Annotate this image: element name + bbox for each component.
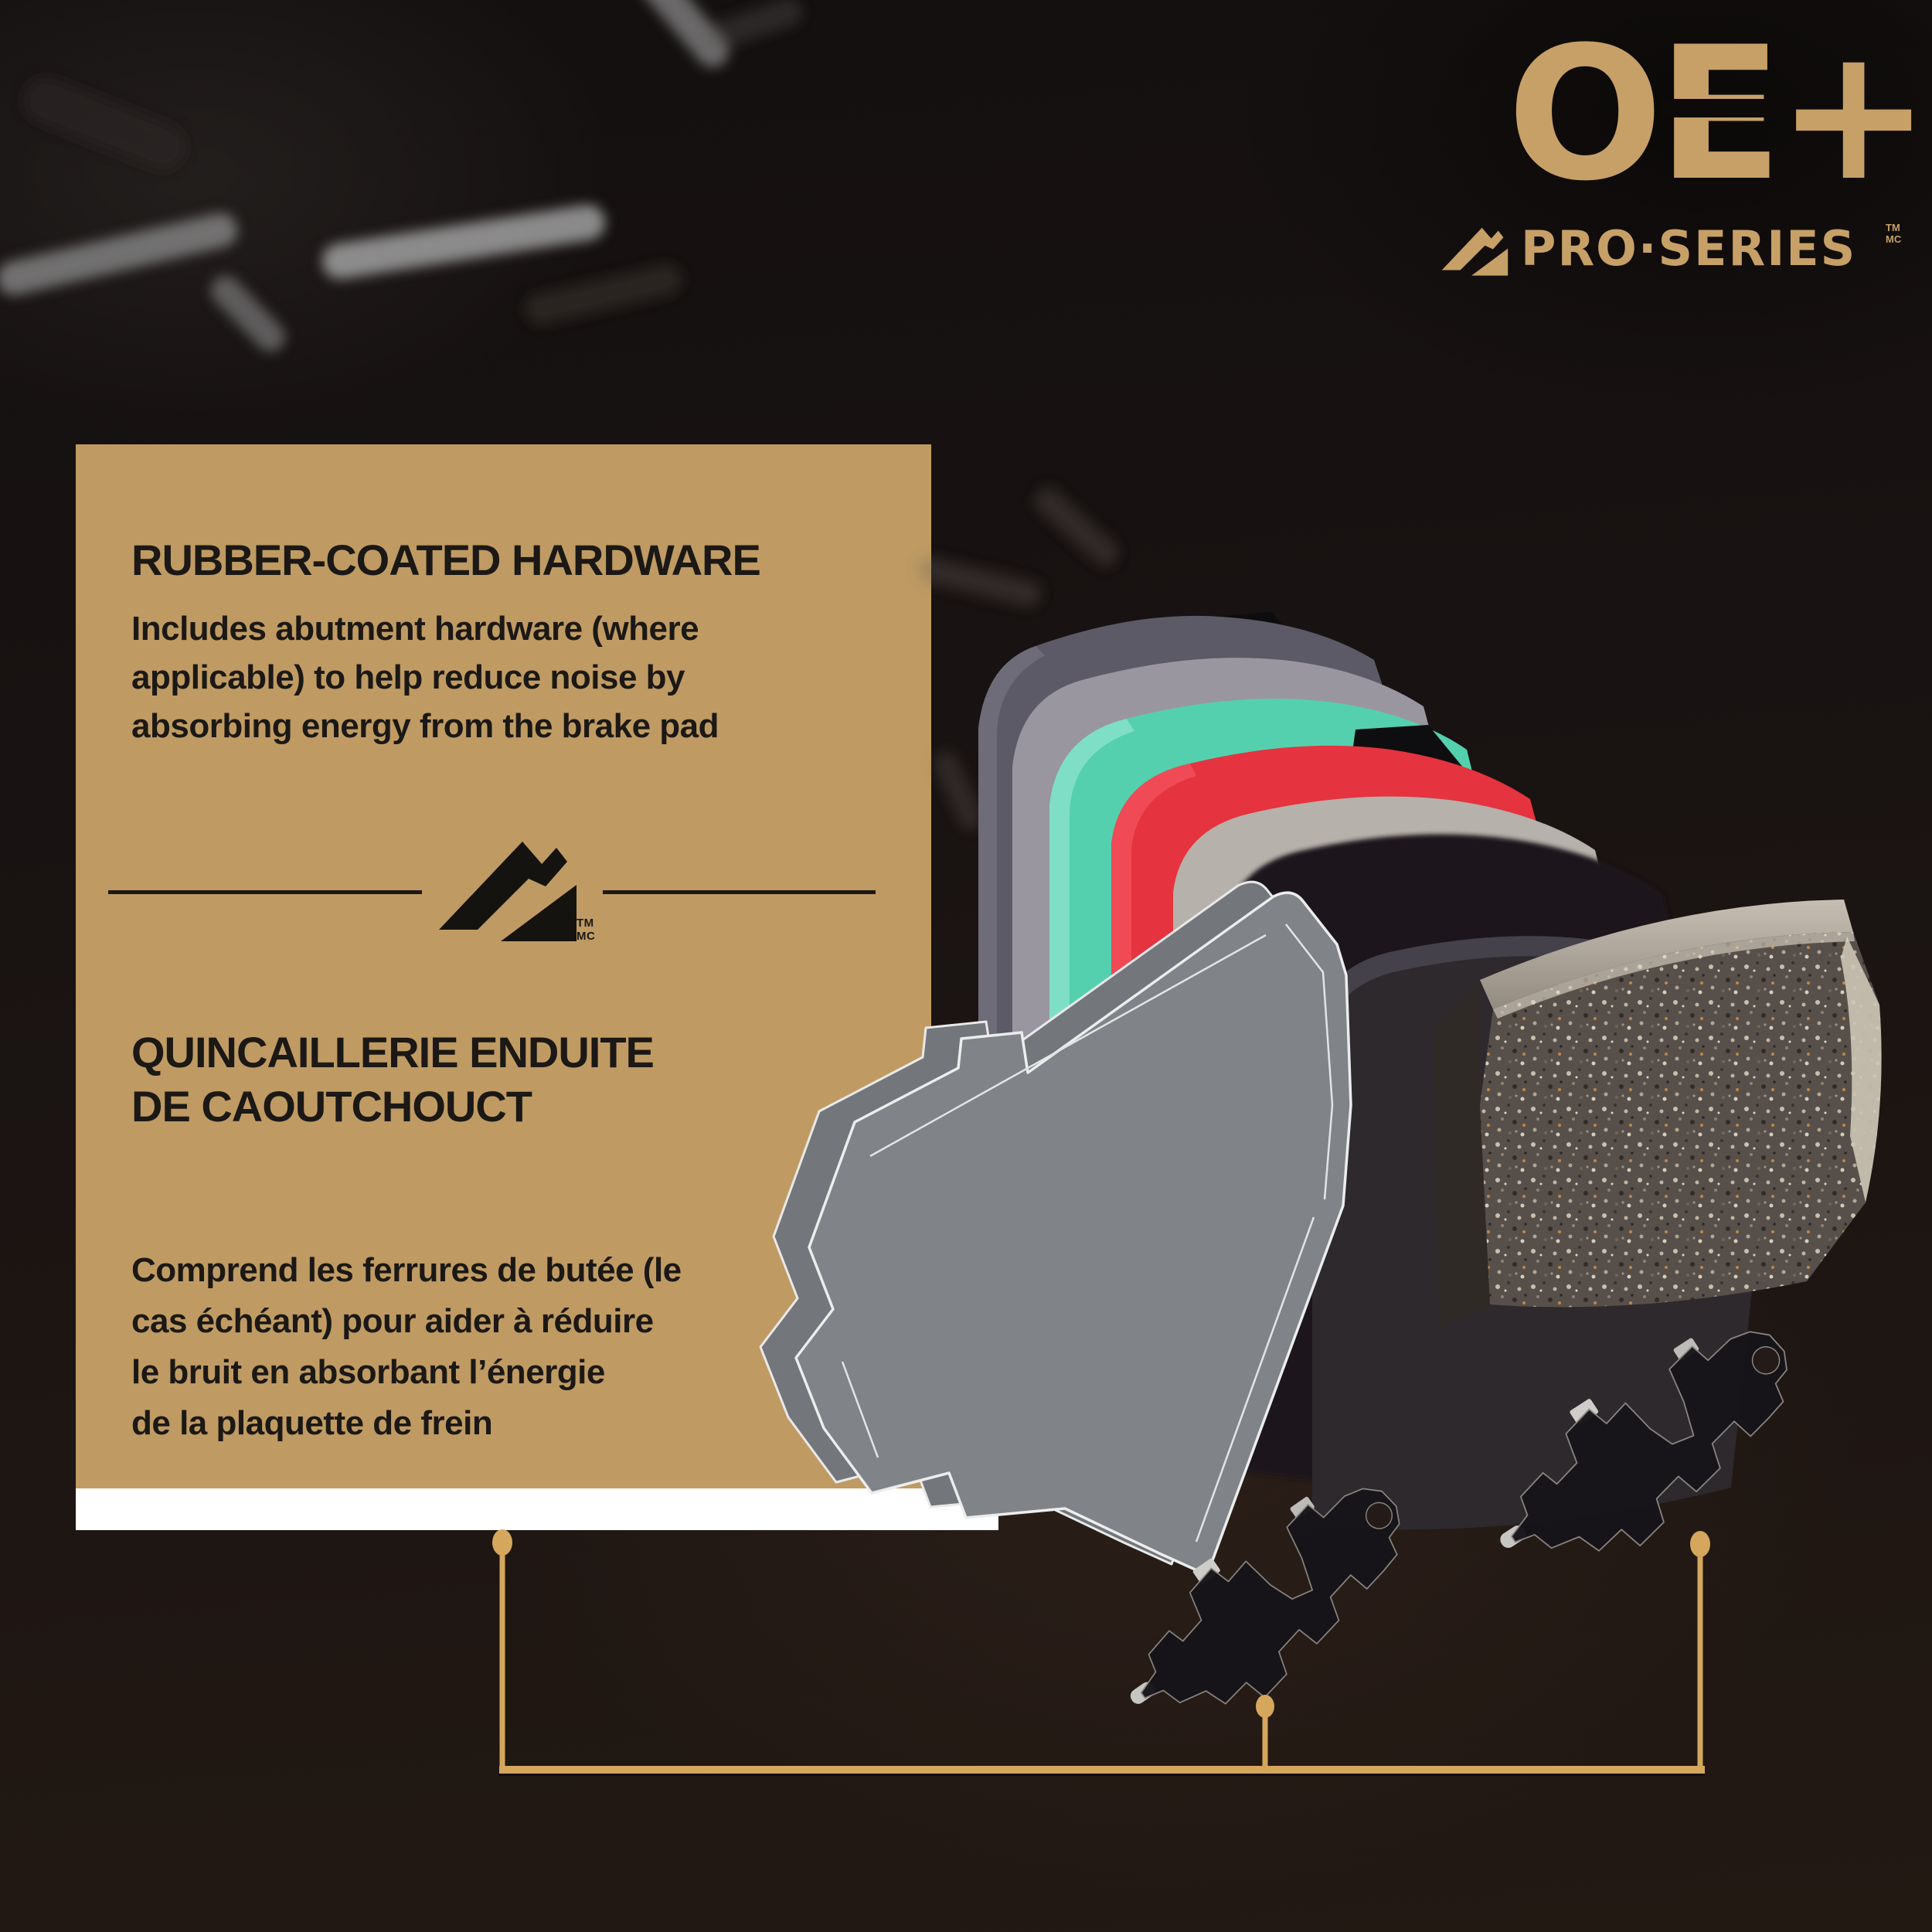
card-heading-english: RUBBER-COATED HARDWARE (131, 536, 761, 584)
pro-series-label: PRO·SERIES (1521, 220, 1857, 277)
trademark-mc: MC (577, 929, 596, 943)
divider-line-left (108, 890, 422, 894)
body-fr-line: le bruit en absorbant l’énergie (131, 1353, 605, 1391)
body-fr-line: cas échéant) pour aider à réduire (131, 1302, 654, 1340)
brand-triangle-icon (1441, 227, 1509, 276)
body-en-line: applicable) to help reduce noise by (131, 658, 685, 696)
trademark-mc: MC (1886, 233, 1902, 245)
body-en-line: Includes abutment hardware (where (131, 610, 699, 648)
card-body-french: Comprend les ferrures de butée (le cas é… (131, 1245, 682, 1449)
logo-e-cut-decoration (1660, 99, 1788, 117)
body-fr-line: de la plaquette de frein (131, 1404, 493, 1442)
card-base-platform (76, 1475, 998, 1530)
card-body-english: Includes abutment hardware (where applic… (131, 604, 719, 750)
card-heading-french: QUINCAILLERIE ENDUITE DE CAOUTCHOUCT (131, 1026, 655, 1134)
brand-triangle-icon (439, 842, 577, 941)
heading-fr-line: QUINCAILLERIE ENDUITE (131, 1028, 655, 1077)
body-en-line: absorbing energy from the brake pad (131, 707, 719, 745)
heading-fr-line: DE CAOUTCHOUCT (131, 1082, 532, 1131)
divider-line-right (603, 890, 876, 894)
trademark-tm: TM (577, 917, 594, 930)
body-fr-line: Comprend les ferrures de butée (le (131, 1251, 682, 1289)
trademark-tm: TM (1886, 222, 1900, 233)
info-card: RUBBER-COATED HARDWARE Includes abutment… (76, 444, 931, 1476)
divider-trademark: TM MC (577, 917, 595, 943)
series-trademark: TM MC (1886, 222, 1902, 246)
